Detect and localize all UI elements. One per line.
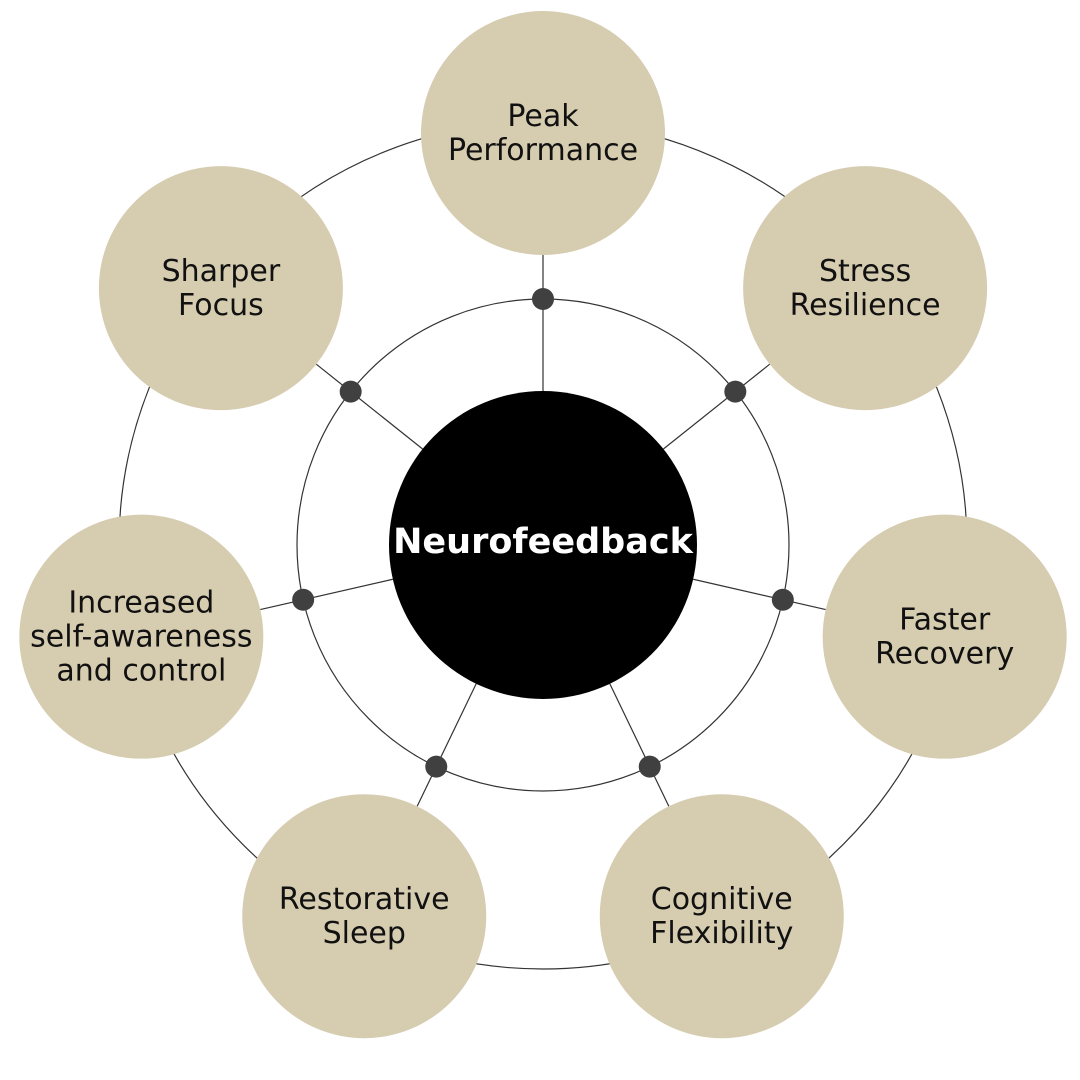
benefit-label-line: Peak [507,99,579,134]
spoke-stress-resilience [663,363,771,450]
benefit-circle [19,514,264,759]
spoke-faster-recovery [693,578,826,611]
benefit-circle [98,166,343,411]
connector-dot-stress-resilience [724,380,747,403]
spoke-layer [260,255,826,807]
spoke-self-awareness [260,578,393,611]
connector-dot-self-awareness [292,588,315,611]
connector-dot-cognitive-flexibility [638,755,661,778]
benefit-label-line: self-awareness [30,620,252,655]
benefit-label-line: Focus [178,288,264,323]
connector-dot-sharper-focus [339,380,362,403]
benefit-label-line: Performance [448,133,638,168]
spoke-cognitive-flexibility [609,683,670,807]
connector-dot-layer [292,288,794,778]
center-hub: Neurofeedback [389,391,697,699]
benefit-label-line: Cognitive [651,882,793,917]
node-layer: PeakPerformanceStressResilienceFasterRec… [19,11,1067,1039]
benefit-label-line: Recovery [875,637,1014,672]
spoke-sharper-focus [315,363,423,450]
benefit-label-line: Stress [819,254,911,289]
benefit-label-line: Flexibility [650,916,793,951]
benefit-circle [599,794,844,1039]
benefit-label-line: Restorative [279,882,450,917]
benefit-circle [421,11,665,255]
connector-dot-restorative-sleep [425,755,448,778]
benefit-label-line: Sharper [162,254,281,289]
benefit-label-line: Faster [899,603,991,638]
benefit-label-line: and control [56,654,226,689]
benefit-label-line: Sleep [323,916,406,951]
center-circle [389,391,697,699]
spoke-restorative-sleep [416,683,477,807]
connector-dot-peak-performance [532,288,554,310]
benefit-circle [743,166,988,411]
benefit-label-line: Increased [68,586,214,621]
connector-dot-faster-recovery [771,588,794,611]
benefit-circle [242,794,487,1039]
center-label: Neurofeedback [393,522,693,562]
benefit-label-line: Resilience [790,288,941,323]
benefit-circle [822,514,1067,759]
